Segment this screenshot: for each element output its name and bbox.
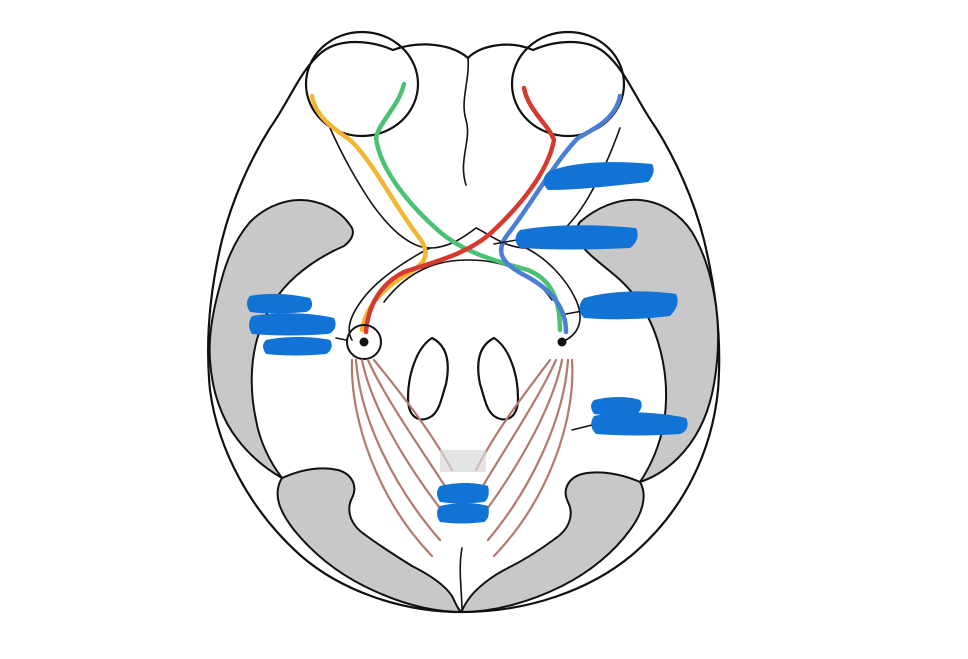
left-temporal-cortex xyxy=(208,199,354,479)
left-lgn-dot xyxy=(359,337,369,347)
redacted-label-optic-chiasm xyxy=(515,225,638,250)
right-eyeball xyxy=(510,30,626,138)
redacted-label-visual-cortex xyxy=(591,397,688,436)
left-occipital-cortex xyxy=(276,467,463,613)
redacted-label-optic-tract xyxy=(579,291,678,320)
redacted-label-lgn xyxy=(247,293,336,356)
right-optic-radiation xyxy=(474,358,574,558)
leader-lgn xyxy=(335,337,347,341)
optic-tract-outline-right xyxy=(525,247,581,341)
left-temporal-fiber xyxy=(309,93,428,333)
optic-nerve-outline xyxy=(329,127,621,249)
right-nasal-fiber xyxy=(363,85,557,335)
brain-outline xyxy=(206,41,721,614)
midbrain-left xyxy=(406,336,449,421)
right-lgn-dot xyxy=(557,337,567,347)
left-eyeball xyxy=(304,30,420,138)
midbrain-right xyxy=(477,336,520,421)
chiasm-bottom xyxy=(383,259,553,303)
right-occipital-cortex xyxy=(461,471,645,613)
longitudinal-fissure-back xyxy=(459,547,463,613)
left-optic-radiation xyxy=(350,358,454,558)
optic-tract-outline xyxy=(348,247,431,341)
left-lgn-circle xyxy=(346,324,382,360)
redacted-label-optic-radiation xyxy=(437,450,489,524)
right-temporal-fiber xyxy=(498,93,623,335)
right-temporal-cortex xyxy=(575,198,720,483)
redacted-label-optic-nerve xyxy=(543,162,654,190)
left-nasal-fiber xyxy=(373,81,563,333)
longitudinal-fissure-front xyxy=(462,57,470,186)
